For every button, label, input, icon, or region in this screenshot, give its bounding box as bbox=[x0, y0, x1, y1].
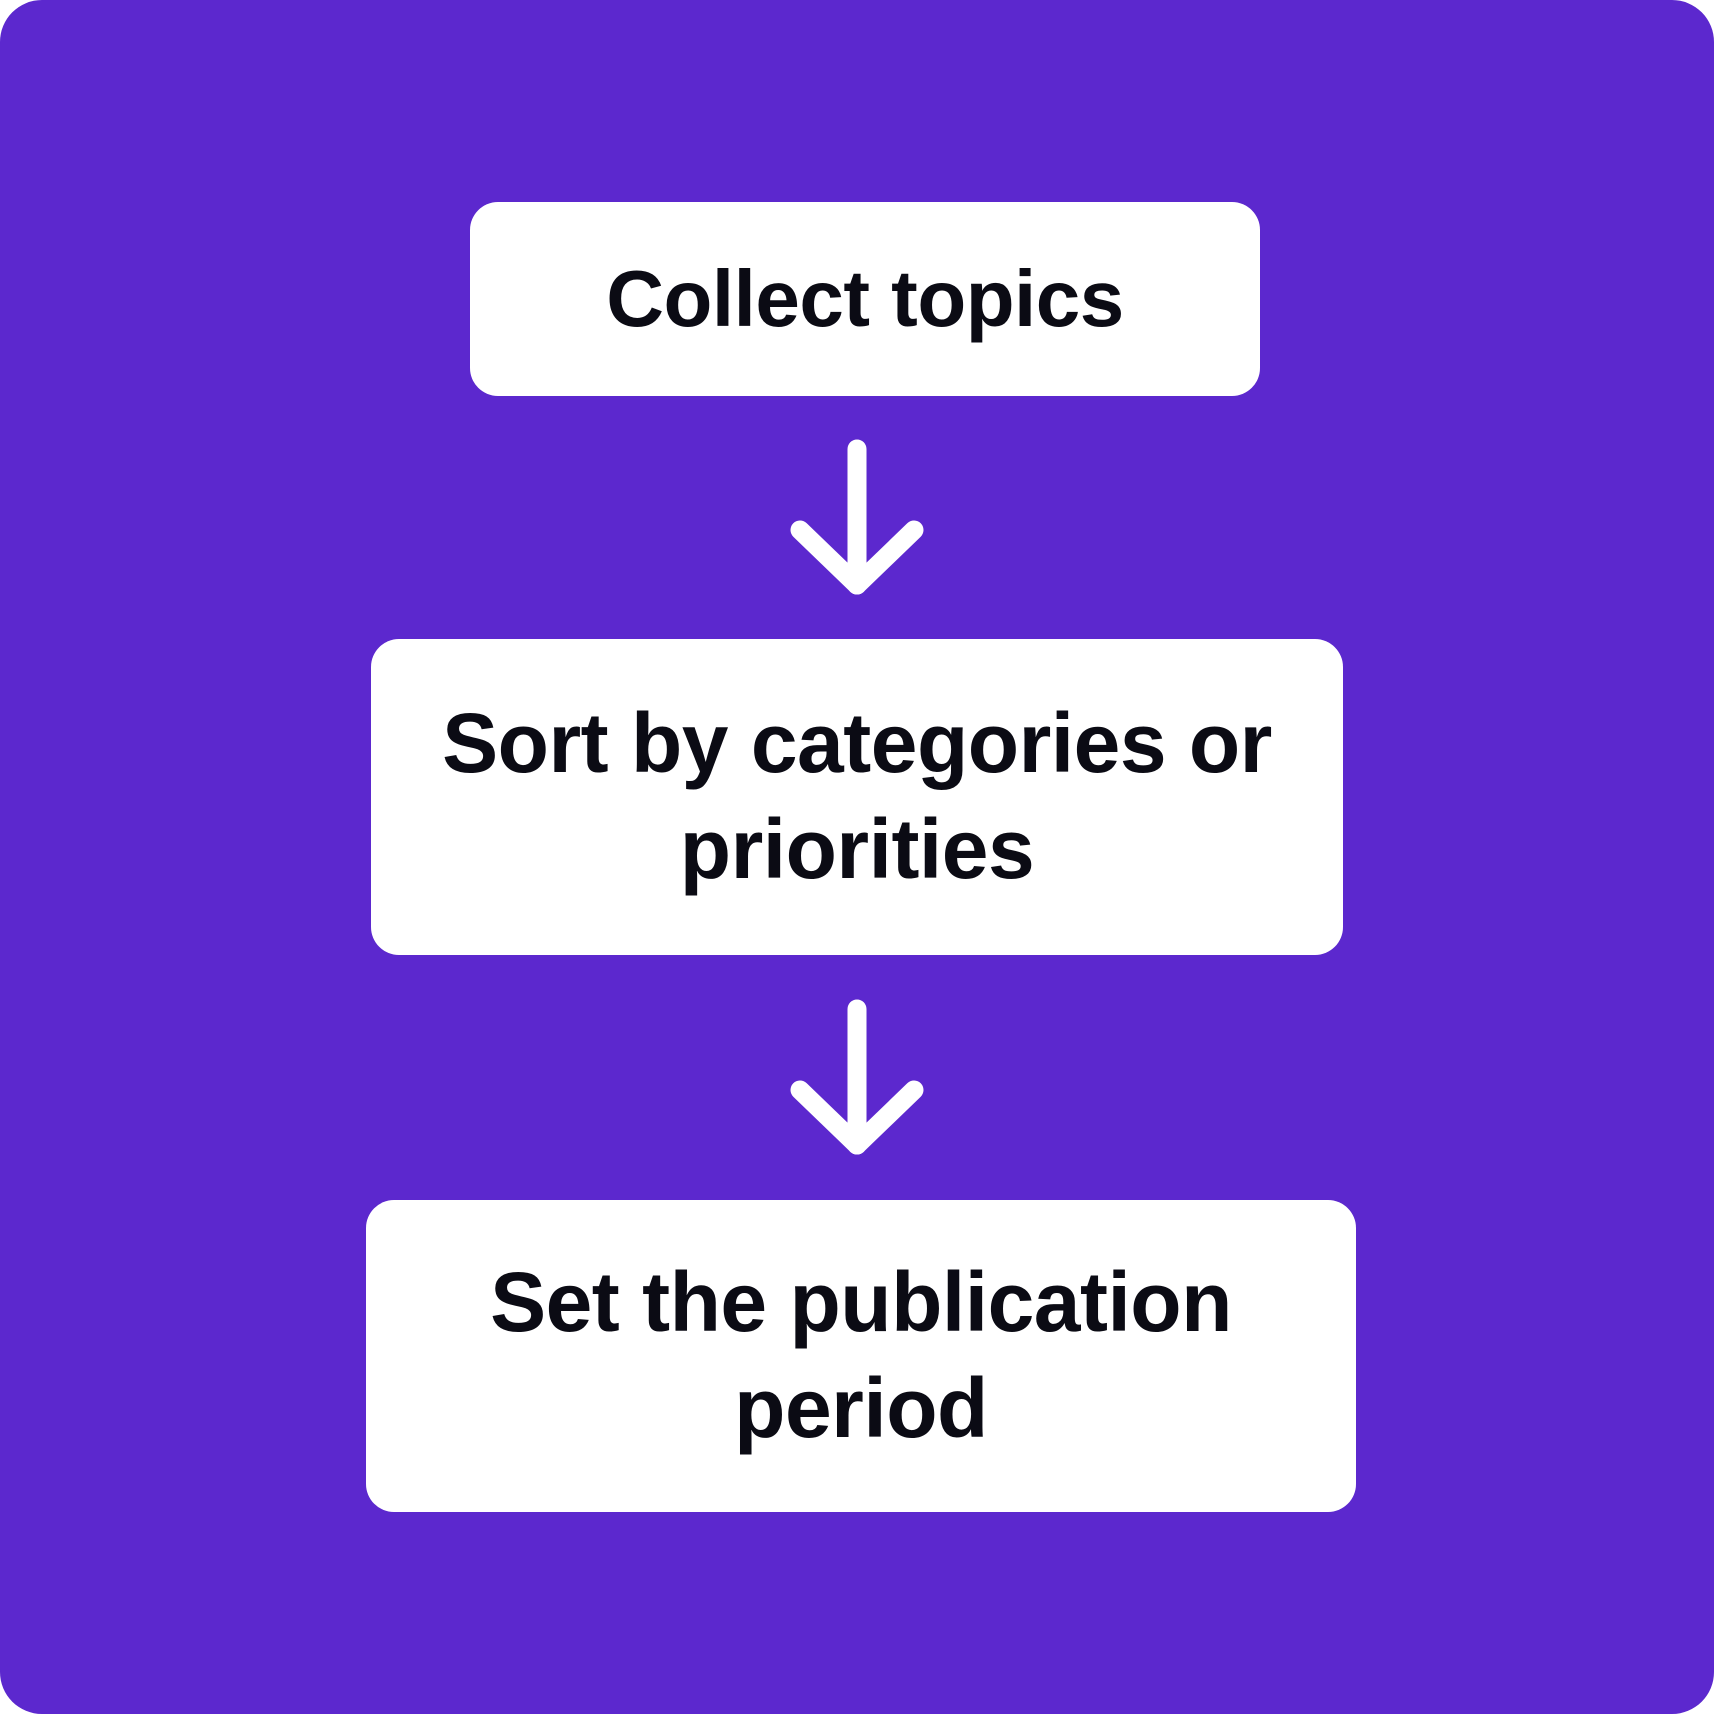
flow-node-sort-by-categories-or-priorities[interactable]: Sort by categories or priorities bbox=[371, 639, 1343, 955]
flow-node-collect-topics[interactable]: Collect topics bbox=[470, 202, 1260, 396]
flow-node-label: Collect topics bbox=[606, 253, 1124, 343]
flow-node-set-the-publication-period[interactable]: Set the publication period bbox=[366, 1200, 1356, 1512]
flow-node-label: Sort by categories or priorities bbox=[442, 696, 1272, 896]
arrow-down-icon bbox=[752, 437, 962, 597]
flow-node-label: Set the publication period bbox=[490, 1255, 1232, 1455]
arrow-down-icon bbox=[752, 997, 962, 1157]
